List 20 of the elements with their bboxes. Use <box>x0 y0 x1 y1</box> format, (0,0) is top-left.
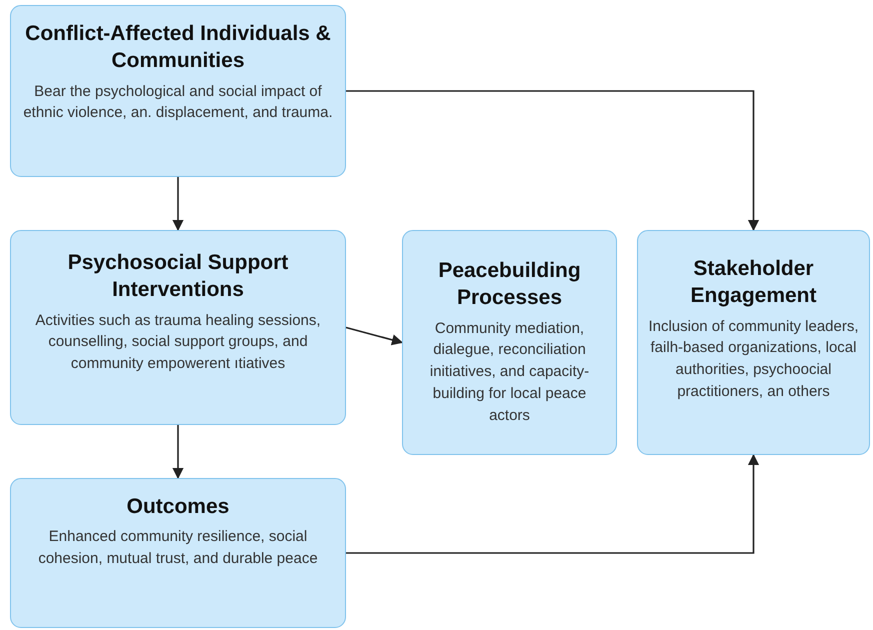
arrow <box>346 326 404 346</box>
box-description: Activities such as trauma healing sessions, counselling, social support groups, and community empowerent ıtiatives <box>34 310 322 374</box>
box-description: Inclusion of community leaders, failh-based organizations, local authorities, psychoocial practitioners, an others <box>647 316 860 402</box>
box-description: Community mediation, dialegue, reconciliation initiatives, and capacity-building for local peace actors <box>428 318 590 426</box>
process-box <box>637 230 870 455</box>
process-box <box>10 5 346 177</box>
arrow <box>346 454 760 554</box>
box-heading: Outcomes <box>126 494 230 520</box>
box-description: Bear the psychological and social impact of ethnic violence, an. displacement, and trauma. <box>22 82 334 124</box>
process-box <box>10 230 346 425</box>
box-heading: Stakeholder Engagement <box>689 256 818 310</box>
arrow <box>346 90 760 232</box>
box-description: Enhanced community resilience, social cohesion, mutual trust, and durable peace <box>37 527 319 570</box>
box-heading: Psychosocial Support Interventions <box>66 250 290 304</box>
arrow <box>172 177 184 232</box>
box-heading: Conflict-Affected Individuals & Communities <box>24 21 332 74</box>
process-box <box>10 478 346 628</box>
arrow <box>172 425 184 480</box>
process-box <box>402 230 617 455</box>
box-heading: Peacebuilding Processes <box>437 258 582 312</box>
